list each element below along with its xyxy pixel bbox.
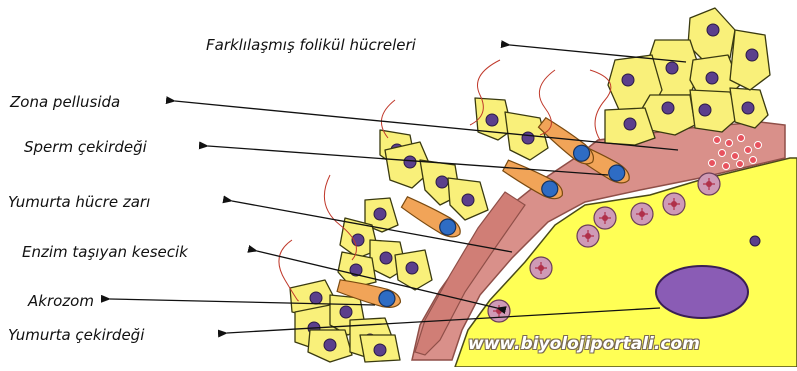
granule <box>745 147 752 154</box>
follicle-cell-nucleus <box>622 74 634 86</box>
label-follicle-cells: Farklılaşmış folikül hücreleri <box>206 36 416 54</box>
granule <box>732 153 739 160</box>
label-acrosome: Akrozom <box>28 292 94 310</box>
label-sperm-nucleus: Sperm çekirdeği <box>24 138 147 156</box>
label-zona-pellucida: Zona pellusida <box>10 93 120 111</box>
follicle-cell-nucleus <box>436 176 448 188</box>
enzyme-vesicle <box>594 207 616 229</box>
follicle-cell-nucleus <box>406 262 418 274</box>
label-arrow <box>175 101 678 150</box>
label-enzyme-vesicle: Enzim taşıyan kesecik <box>22 243 188 261</box>
granule <box>738 135 745 142</box>
granule <box>726 140 733 147</box>
follicle-cell-nucleus <box>706 72 718 84</box>
enzyme-vesicle <box>577 225 599 247</box>
granule <box>737 161 744 168</box>
follicle-cell-nucleus <box>746 49 758 61</box>
granule <box>719 150 726 157</box>
granule <box>714 137 721 144</box>
follicle-cell-nucleus <box>699 104 711 116</box>
enzyme-vesicle <box>488 300 510 322</box>
follicle-cell-nucleus <box>707 24 719 36</box>
enzyme-vesicle <box>530 257 552 279</box>
follicle-cell-nucleus <box>522 132 534 144</box>
follicle-cell-nucleus <box>662 102 674 114</box>
granule <box>750 157 757 164</box>
enzyme-vesicle <box>663 193 685 215</box>
egg-nucleus <box>656 266 748 318</box>
follicle-cell-nucleus <box>310 292 322 304</box>
follicle-cell-nucleus <box>324 339 336 351</box>
follicle-cell-nucleus <box>374 344 386 356</box>
enzyme-vesicle <box>698 173 720 195</box>
follicle-cell-nucleus <box>462 194 474 206</box>
label-egg-nucleus: Yumurta çekirdeği <box>8 326 144 344</box>
granule <box>709 160 716 167</box>
follicle-cell-nucleus <box>624 118 636 130</box>
granule <box>755 142 762 149</box>
follicle-cell-nucleus <box>340 306 352 318</box>
follicle-cell-nucleus <box>486 114 498 126</box>
follicle-cell-nucleus <box>404 156 416 168</box>
follicle-cell-nucleus <box>666 62 678 74</box>
follicle-cell-nucleus <box>742 102 754 114</box>
label-egg-membrane: Yumurta hücre zarı <box>8 193 150 211</box>
follicle-cell-nucleus <box>374 208 386 220</box>
follicle-cell-nucleus <box>380 252 392 264</box>
egg-dot <box>750 236 760 246</box>
granule <box>723 163 730 170</box>
site-watermark: www.biyolojiportali.com <box>468 334 700 354</box>
enzyme-vesicle <box>631 203 653 225</box>
